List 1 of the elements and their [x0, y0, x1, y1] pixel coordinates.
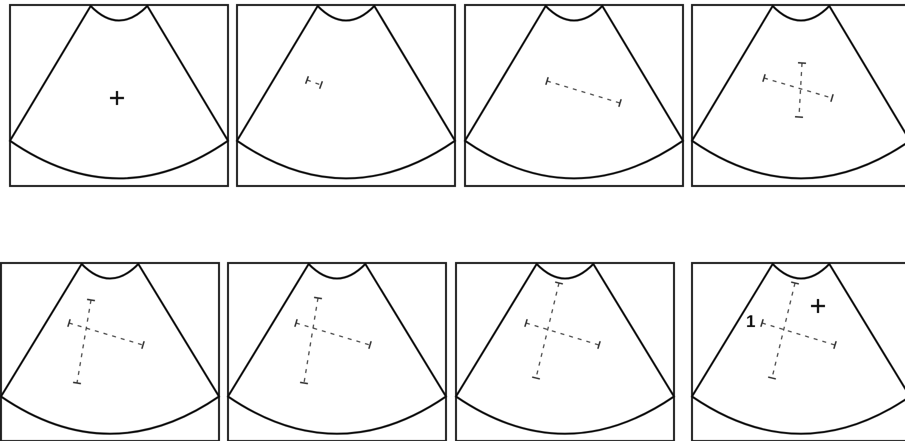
marker-number: 1	[746, 313, 756, 330]
